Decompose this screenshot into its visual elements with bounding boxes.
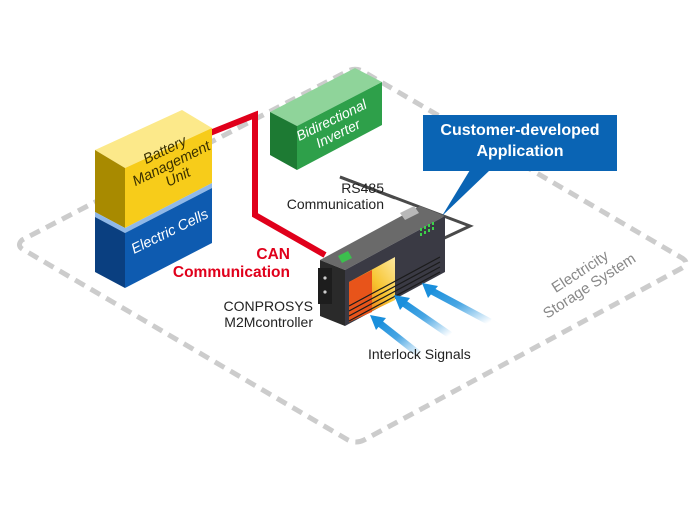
cells-block xyxy=(95,188,212,288)
rs485-line-2 xyxy=(339,175,396,200)
callout-text: Customer-developed Application xyxy=(440,122,600,160)
can-label: CAN Communication xyxy=(172,246,290,281)
rs485-label: RS485 Communication xyxy=(286,180,384,213)
interlock-arrow xyxy=(394,295,452,338)
interlock-signals-label: Interlock Signals xyxy=(368,346,471,362)
interlock-arrow xyxy=(422,283,492,326)
system-boundary xyxy=(16,66,689,445)
m2m-controller-device xyxy=(318,206,445,326)
interlock-arrow xyxy=(370,315,423,358)
interlock-arrows xyxy=(370,283,492,358)
controller-label: CONPROSYS M2Mcontroller xyxy=(223,298,313,331)
inverter-block xyxy=(270,68,382,170)
bmu-block xyxy=(95,110,212,233)
callout-bubble xyxy=(423,115,617,216)
can-line xyxy=(203,110,327,258)
